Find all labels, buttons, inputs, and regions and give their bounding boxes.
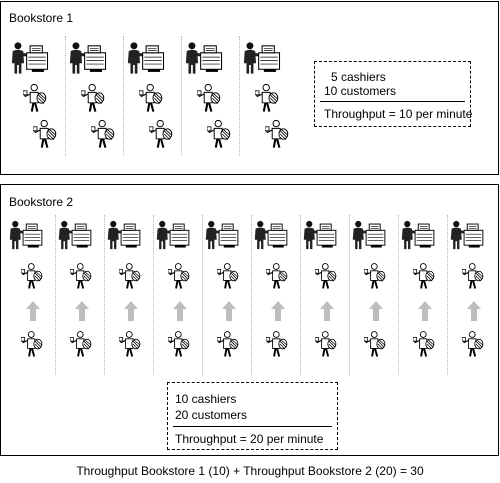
customer-icon [81,82,105,114]
cashier-icon [243,40,283,76]
lane-separator [153,215,154,375]
queue-arrow-up-icon [467,301,481,321]
bookstore-1-panel: Bookstore 1 5 cashiers 10 customers Thro… [0,1,499,175]
cashier-icon [11,40,51,76]
lane-separator [349,215,350,375]
customer-icon [139,82,163,114]
queue-arrow-up-icon [369,301,383,321]
queue-arrow-up-icon [124,301,138,321]
customer-icon [462,261,484,291]
lane-separator [65,36,66,156]
bookstore-1-cashiers-text: 5 cashiers [331,70,386,84]
bookstore-1-customers-text: 10 customers [324,84,397,98]
customer-icon [266,261,288,291]
customer-icon [265,118,289,150]
customer-icon [217,329,239,359]
customer-icon [91,118,115,150]
customer-icon [207,118,231,150]
customer-icon [21,261,43,291]
customer-icon [168,329,190,359]
bookstore-1-info-divider [320,101,465,102]
customer-icon [21,329,43,359]
customer-icon [70,261,92,291]
customer-icon [364,261,386,291]
cashier-icon [303,219,339,251]
lane-separator [239,36,240,156]
customer-icon [23,82,47,114]
bookstore-2-title: Bookstore 2 [9,195,74,209]
customer-icon [364,329,386,359]
cashier-icon [69,40,109,76]
lane-separator [251,215,252,375]
queue-arrow-up-icon [271,301,285,321]
queue-arrow-up-icon [26,301,40,321]
queue-arrow-up-icon [222,301,236,321]
cashier-icon [107,219,143,251]
cashier-icon [352,219,388,251]
lane-separator [123,36,124,156]
cashier-icon [156,219,192,251]
customer-icon [33,118,57,150]
queue-arrow-up-icon [418,301,432,321]
cashier-icon [127,40,167,76]
lane-separator [202,215,203,375]
lane-separator [104,215,105,375]
customer-icon [413,261,435,291]
customer-icon [217,261,239,291]
customer-icon [149,118,173,150]
lane-separator [447,215,448,375]
bookstore-2-info-divider [173,426,332,427]
lane-separator [300,215,301,375]
customer-icon [168,261,190,291]
bookstore-2-info-box: 10 cashiers 20 customers Throughput = 20… [167,382,338,450]
summary-equation: Throughput Bookstore 1 (10) + Throughput… [76,464,424,478]
customer-icon [315,329,337,359]
customer-icon [197,82,221,114]
cashier-icon [58,219,94,251]
queue-arrow-up-icon [173,301,187,321]
customer-icon [119,261,141,291]
bookstore-2-customers-text: 20 customers [175,408,248,422]
cashier-icon [185,40,225,76]
customer-icon [266,329,288,359]
queue-arrow-up-icon [75,301,89,321]
customer-icon [255,82,279,114]
cashier-icon [254,219,290,251]
bookstore-1-title: Bookstore 1 [9,11,74,25]
customer-icon [70,329,92,359]
customer-icon [315,261,337,291]
bookstore-2-throughput-text: Throughput = 20 per minute [175,432,324,446]
lane-separator [181,36,182,156]
bookstore-2-cashiers-text: 10 cashiers [175,392,237,406]
cashier-icon [9,219,45,251]
bookstore-1-info-box: 5 cashiers 10 customers Throughput = 10 … [314,61,473,127]
queue-arrow-up-icon [320,301,334,321]
customer-icon [462,329,484,359]
bookstore-1-throughput-text: Throughput = 10 per minute [324,107,473,121]
cashier-icon [205,219,241,251]
customer-icon [119,329,141,359]
cashier-icon [450,219,486,251]
customer-icon [413,329,435,359]
cashier-icon [401,219,437,251]
lane-separator [398,215,399,375]
lane-separator [55,215,56,375]
